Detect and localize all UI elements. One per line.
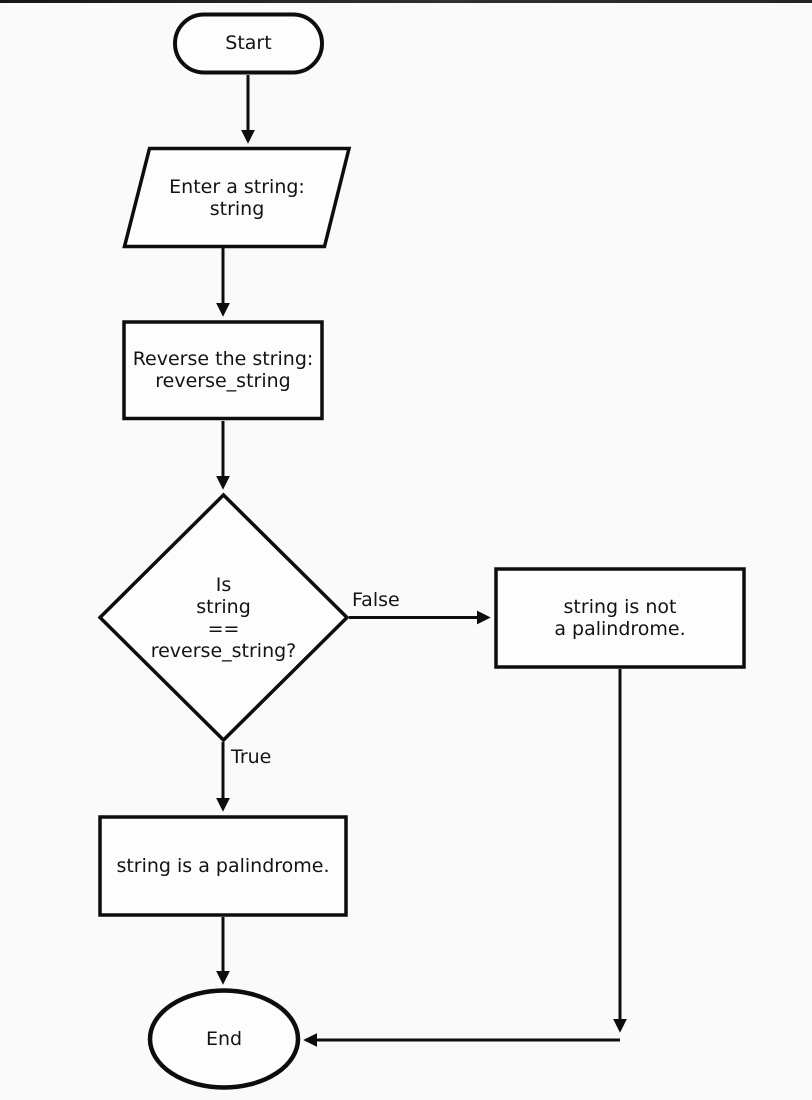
top-border-strip	[0, 0, 812, 3]
decision-diamond-node	[97, 492, 350, 743]
input-parallelogram-node	[122, 146, 352, 249]
start-node	[173, 12, 324, 75]
end-node	[147, 988, 301, 1090]
reverse-process-node	[122, 320, 324, 421]
not-palindrome-node	[494, 567, 746, 669]
palindrome-node	[98, 815, 348, 917]
false-edge-label: False	[352, 589, 400, 611]
true-edge-label: True	[231, 746, 272, 768]
